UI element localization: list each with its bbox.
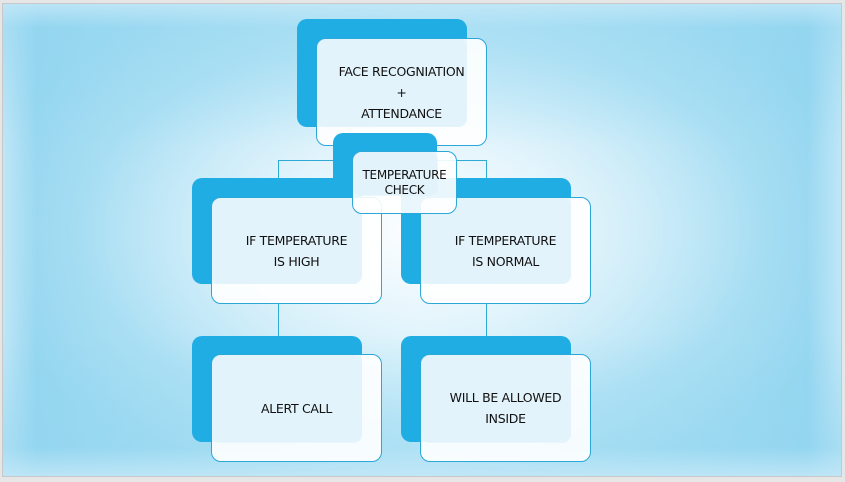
node-alert-call: ALERT CALL <box>192 336 382 462</box>
node-card: ALERT CALL <box>211 354 382 462</box>
connector-to-high <box>278 160 279 180</box>
node-label: IF TEMPERATURE IS HIGH <box>245 232 348 269</box>
node-label: TEMPERATURE CHECK <box>362 167 447 197</box>
node-temperature-high: IF TEMPERATURE IS HIGH <box>192 178 382 304</box>
node-label: ALERT CALL <box>260 400 332 416</box>
connector-to-normal <box>486 160 487 180</box>
node-card: FACE RECOGNIATION + ATTENDANCE <box>316 38 487 146</box>
connector-normal-to-allowed <box>486 302 487 338</box>
node-card: IF TEMPERATURE IS HIGH <box>211 197 382 304</box>
node-label: IF TEMPERATURE IS NORMAL <box>454 232 557 269</box>
node-card: TEMPERATURE CHECK <box>352 151 457 214</box>
connector-high-to-alert <box>278 302 279 338</box>
node-card: IF TEMPERATURE IS NORMAL <box>420 197 591 304</box>
node-label: WILL BE ALLOWED INSIDE <box>449 390 562 426</box>
node-label: FACE RECOGNIATION + ATTENDANCE <box>338 63 465 121</box>
node-face-recognition: FACE RECOGNIATION + ATTENDANCE <box>297 19 487 147</box>
node-temperature-check: TEMPERATURE CHECK <box>333 133 458 215</box>
node-card: WILL BE ALLOWED INSIDE <box>420 354 591 462</box>
slide-canvas: FACE RECOGNIATION + ATTENDANCE IF TEMPER… <box>2 3 842 477</box>
node-will-be-allowed: WILL BE ALLOWED INSIDE <box>401 336 591 462</box>
